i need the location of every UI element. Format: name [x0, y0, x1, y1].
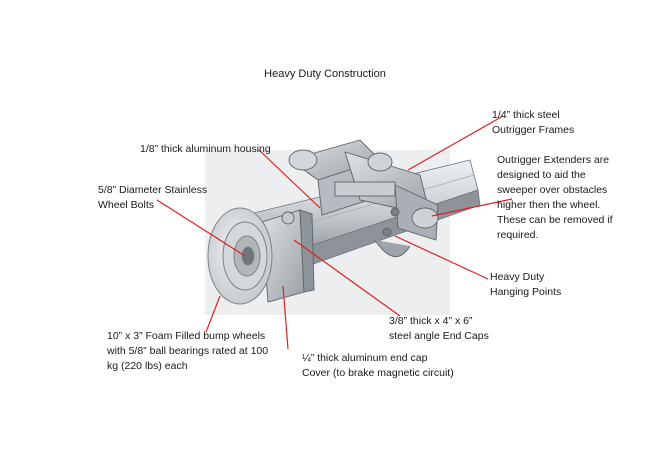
leader-outrigger-frames	[407, 115, 504, 171]
leader-aluminum-housing	[258, 149, 321, 209]
leader-wheel-bolts	[156, 199, 246, 257]
leader-hanging-points	[394, 235, 489, 280]
label-outrigger-extenders: Outrigger Extenders are designed to aid …	[497, 154, 613, 241]
label-outrigger-frames: 1/4” thick steel Outrigger Frames	[492, 109, 575, 136]
bump-wheel	[207, 207, 273, 305]
label-hanging-points: Heavy Duty Hanging Points	[490, 271, 562, 298]
label-end-caps: 3/8” thick x 4” x 6” steel angle End Cap…	[389, 315, 489, 342]
label-end-cap-cover: ¼” thick aluminum end cap Cover (to brak…	[302, 352, 454, 379]
leader-end-caps	[293, 239, 401, 317]
label-bump-wheels: 10” x 3” Foam Filled bump wheels with 5/…	[107, 330, 269, 372]
leader-outrigger-extenders	[431, 198, 513, 217]
outrigger-frames	[288, 139, 439, 257]
leader-lines	[156, 115, 513, 350]
leader-bump-wheels	[205, 295, 221, 333]
label-aluminum-housing: 1/8” thick aluminum housing	[140, 143, 271, 155]
leader-end-cap-cover	[282, 285, 289, 350]
label-wheel-bolts: 5/8” Diameter Stainless Wheel Bolts	[98, 184, 208, 211]
diagram-title: Heavy Duty Construction	[264, 68, 386, 80]
